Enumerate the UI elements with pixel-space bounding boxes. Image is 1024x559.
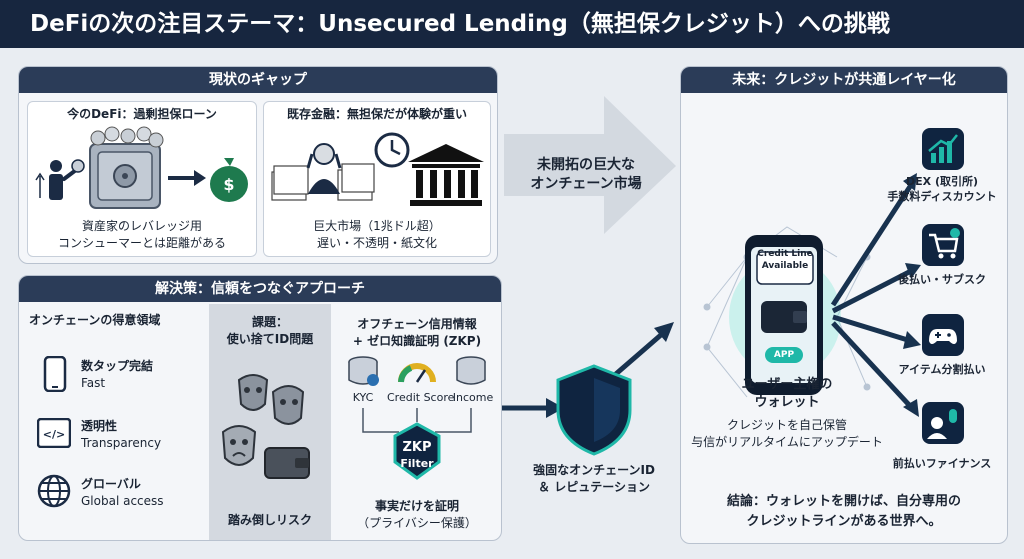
tradfi-illustration [271,132,484,206]
wallet-network-illustration [703,226,871,398]
zkp-title-1: オフチェーン信用情報 [357,317,477,331]
future-heading: 未来：クレジットが共通レイヤー化 [681,67,1007,93]
market-label-1: 未開拓の巨大な [537,157,635,173]
issue-title-1: 課題： [251,315,288,329]
defi-desc-1: 資産家のレバレッジ用 [81,219,202,233]
masks-icon [221,374,310,479]
wallet-title-2: ウォレット [754,395,820,410]
paperwork-icon [271,163,375,201]
solution-panel: 解決策：信頼をつなぐアプローチ オンチェーンの得意領域 数タップ完結 Fast … [18,275,502,541]
conclusion-2: クレジットラインがある世界へ。 [746,514,942,529]
vault-icon [89,126,164,209]
bubble-line-1: Credit Line [757,249,813,259]
strength-transparency-en: Transparency [81,436,162,450]
shield-icon [556,364,632,456]
use-bnpl: 後払い・サブスク [898,273,986,286]
cart-icon [922,224,964,266]
chart-icon [922,128,964,170]
kyc-icon [348,356,379,386]
zkp-footer-1: 事実だけを証明 [374,499,459,513]
smartphone-icon [43,356,67,392]
gamepad-icon [922,314,964,356]
strengths-title: オンチェーンの得意領域 [29,313,161,327]
solution-heading: 解決策：信頼をつなぐアプローチ [19,276,501,302]
defi-box: 今のDeFi：過剰担保ローン [27,101,257,257]
use-installment: アイテム分割払い [898,363,986,376]
strength-transparency: </> 透明性 Transparency [35,416,205,456]
defi-title: 今のDeFi：過剰担保ローン [67,107,217,121]
income-icon [456,356,486,385]
source-kyc: KYC [352,391,374,404]
app-label: APP [773,350,795,360]
money-bag-icon: $ [210,158,248,202]
gap-heading: 現状のギャップ [19,67,497,93]
issue-column: 課題： 使い捨てID問題 踏み倒しリスク [209,304,331,540]
zkp-title-2: + ゼロ知識証明 (ZKP) [352,334,482,348]
zkp-label-2: Filter [400,457,434,470]
defi-desc-2: コンシューマーとは距離がある [57,236,226,250]
use-dex-1: DEX (取引所) [905,175,978,188]
strength-global: グローバル Global access [35,474,205,514]
strength-transparency-jp: 透明性 [81,419,118,433]
overcollateral-illustration: $ [35,126,248,209]
conclusion-1: 結論：ウォレットを開けば、自分専用の [726,494,961,509]
market-arrow [504,96,676,234]
credit-score-icon [398,363,436,383]
issue-footer: 踏み倒しリスク [227,513,312,527]
tradfi-title: 既存金融：無担保だが体験が重い [286,107,467,121]
issue-title-2: 使い捨てID問題 [226,332,314,346]
strength-global-jp: グローバル [81,477,141,491]
bank-icon [408,144,484,206]
credit-line-bubble [756,251,814,285]
wallet-title-1: ユーザー主権の [741,377,833,392]
stressed-person-icon [306,143,342,194]
zkp-filter-icon [393,422,441,480]
bubble-line-2: Available [761,261,809,271]
zkp-footer-2: （プライバシー保護） [357,516,477,530]
tradfi-desc-2: 遅い・不透明・紙文化 [316,236,437,250]
svg-text:</>: </> [43,428,65,441]
tradfi-box: 既存金融：無担保だが体験が重い [263,101,491,257]
code-icon: </> [37,418,71,448]
strength-global-en: Global access [81,494,164,508]
clock-icon [374,132,410,168]
svg-text:$: $ [223,175,234,194]
person-icon [35,159,85,200]
use-dex-2: 手数料ディスカウント [887,190,997,203]
zkp-label-1: ZKP [402,440,432,455]
zkp-flow-diagram [348,356,486,480]
future-panel: 未来：クレジットが共通レイヤー化 Credit Line Available A… [680,66,1008,544]
use-arrows [830,173,921,417]
globe-icon [37,474,71,508]
wallet-desc-2: 与信がリアルタイムにアップデート [691,435,883,449]
app-button [765,347,803,363]
mic-icon [922,402,964,444]
source-income: Income [452,391,494,404]
strength-fast-jp: 数タップ完結 [81,359,154,373]
source-credit-score: Credit Score [387,391,455,404]
tradfi-desc-1: 巨大市場（1兆ドル超） [313,219,441,233]
shield-label-1: 強固なオンチェーンID [533,463,655,477]
market-label-2: オンチェーン市場 [530,176,642,192]
use-prefinance: 前払いファイナンス [892,457,992,470]
wallet-desc-1: クレジットを自己保管 [726,418,847,432]
page-title: DeFiの次の注目ステーマ：Unsecured Lending（無担保クレジット… [0,0,1024,48]
gap-panel: 現状のギャップ 今のDeFi：過剰担保ローン [18,66,498,264]
wallet-icon [761,301,807,333]
strength-fast: 数タップ完結 Fast [35,356,205,396]
shield-label-2: ＆ レピュテーション [538,480,650,494]
strength-fast-en: Fast [81,376,106,390]
